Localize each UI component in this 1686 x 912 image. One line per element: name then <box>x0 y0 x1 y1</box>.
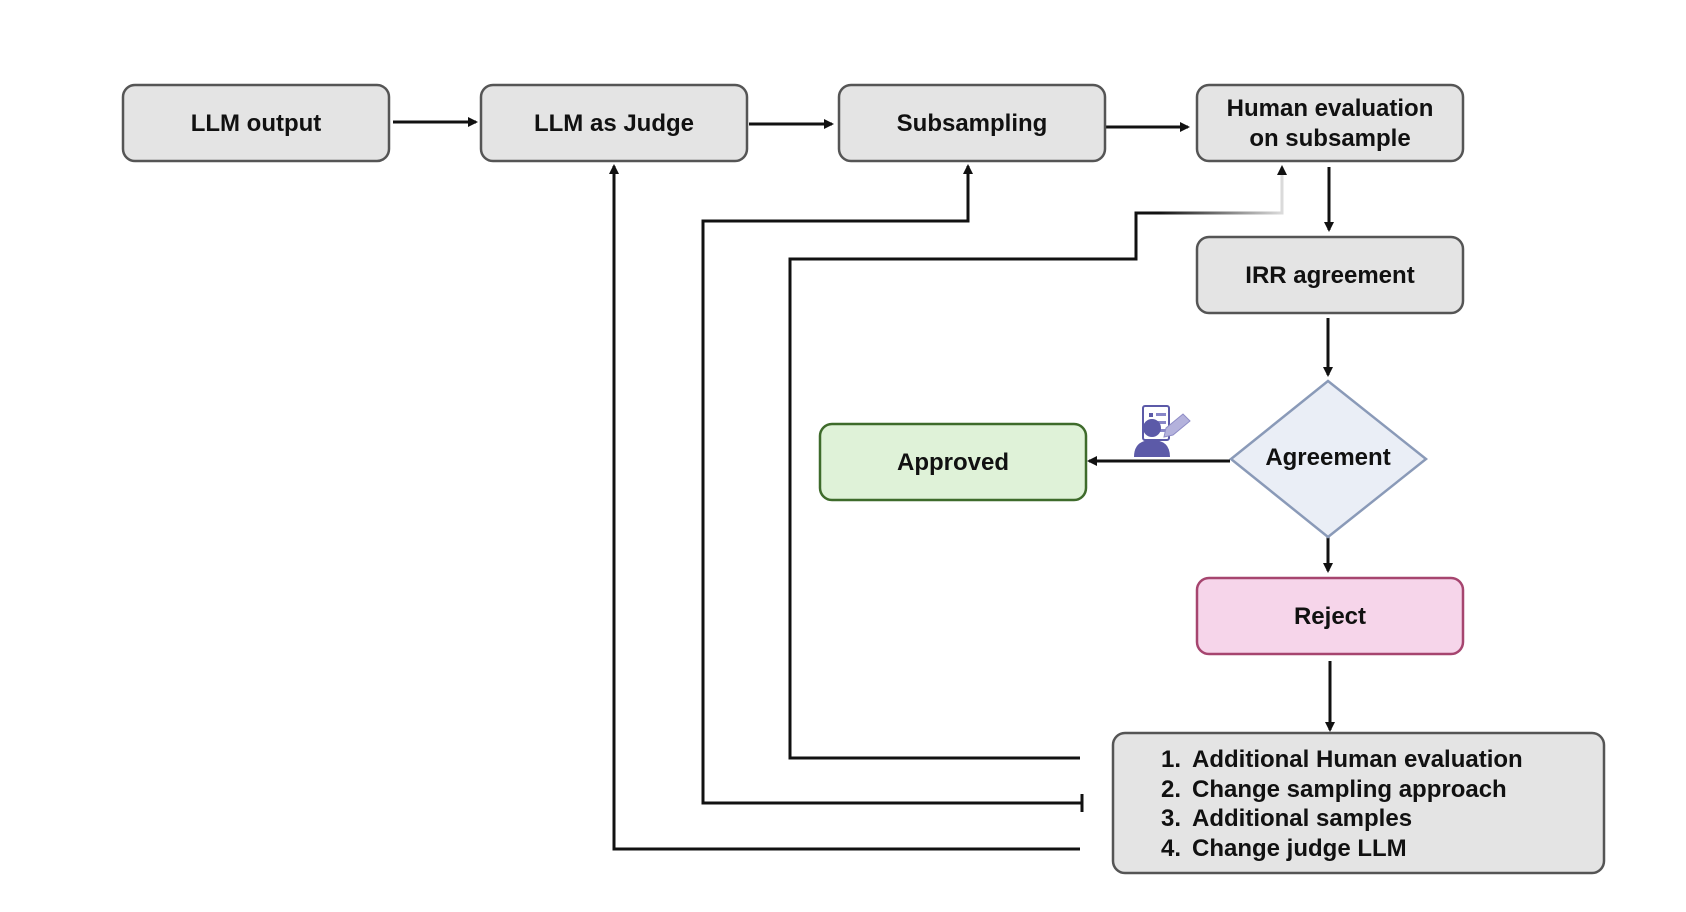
node-approved: Approved <box>818 422 1088 502</box>
remediation-item-3-num: 3. <box>1161 805 1181 832</box>
node-human-evaluation-line2: on subsample <box>1249 125 1410 152</box>
remediation-item-1-num: 1. <box>1161 746 1181 773</box>
node-reject-label: Reject <box>1294 603 1366 630</box>
node-irr-agreement-label: IRR agreement <box>1245 262 1414 289</box>
feedback-judge <box>609 164 1080 851</box>
node-human-evaluation: Human evaluation on subsample <box>1195 83 1465 163</box>
remediation-item-2-text: Change sampling approach <box>1192 776 1507 803</box>
node-approved-label: Approved <box>897 449 1009 476</box>
feedback-subsampling <box>701 164 1082 805</box>
remediation-item-1-text: Additional Human evaluation <box>1192 746 1523 773</box>
node-llm-judge-label: LLM as Judge <box>534 110 694 137</box>
node-human-evaluation-line1: Human evaluation <box>1227 95 1434 122</box>
node-llm-judge: LLM as Judge <box>479 83 749 163</box>
remediation-item-4-num: 4. <box>1161 835 1181 862</box>
node-llm-output: LLM output <box>121 83 391 163</box>
node-subsampling-label: Subsampling <box>897 110 1048 137</box>
node-irr-agreement: IRR agreement <box>1195 235 1465 315</box>
node-agreement-decision: Agreement <box>1229 379 1429 539</box>
node-agreement-label: Agreement <box>1265 444 1390 471</box>
remediation-item-2-num: 2. <box>1161 776 1181 803</box>
node-reject: Reject <box>1195 576 1465 656</box>
node-llm-output-label: LLM output <box>191 110 322 137</box>
remediation-item-4-text: Change judge LLM <box>1192 835 1407 862</box>
remediation-item-3-text: Additional samples <box>1192 805 1412 832</box>
connectors <box>393 117 1335 851</box>
person-with-checklist-icon <box>1134 405 1191 457</box>
node-subsampling: Subsampling <box>837 83 1107 163</box>
node-remediation-options: 1. Additional Human evaluation 2. Change… <box>1111 731 1606 875</box>
